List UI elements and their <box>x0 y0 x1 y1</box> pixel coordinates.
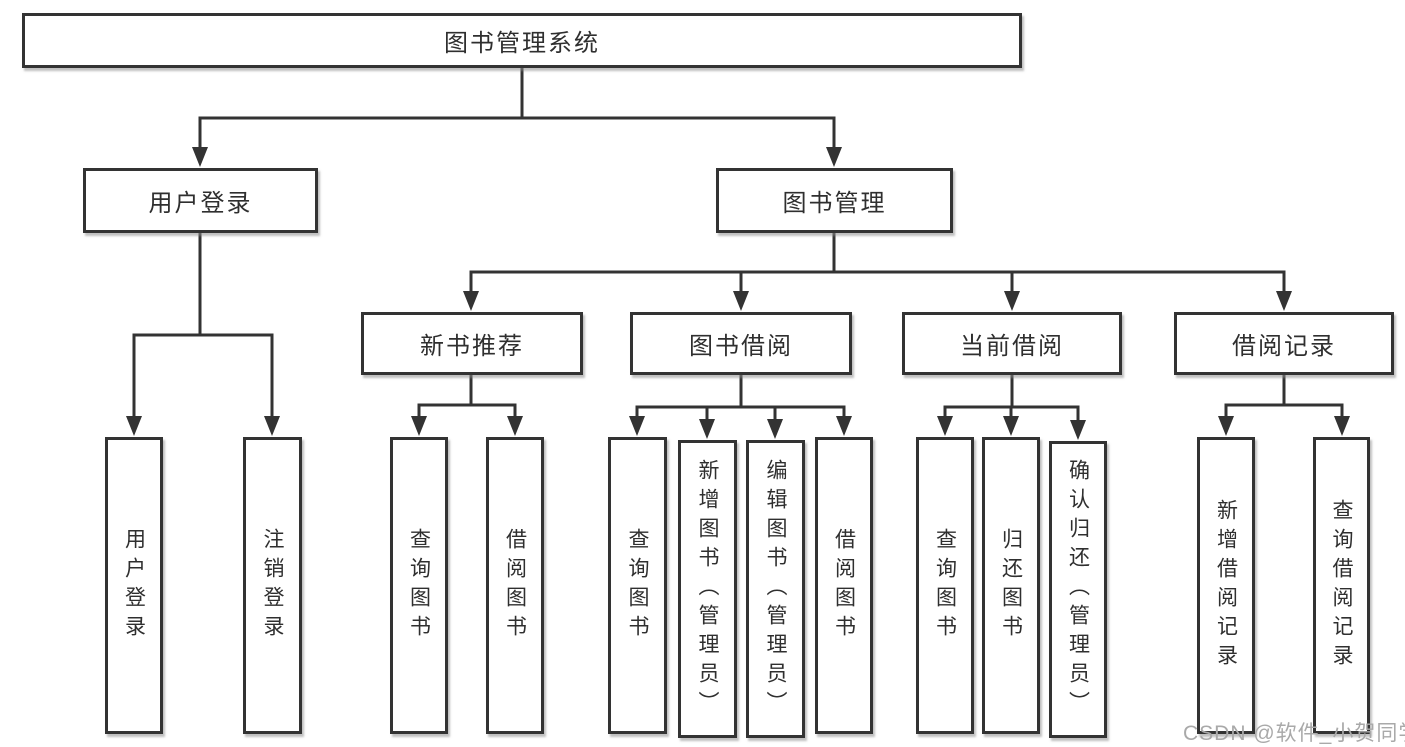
leaf-query-borrow-record: 查询借阅记录 <box>1313 437 1370 734</box>
leaf-add-borrow-record: 新增借阅记录 <box>1197 437 1255 734</box>
arrowheads-root-to-level1 <box>192 147 842 167</box>
arrowheads-bookmgmt-to-level2 <box>463 291 1292 311</box>
connector-currentborrow-to-leaves <box>943 375 1080 423</box>
leaf-user-login: 用户登录 <box>105 437 163 734</box>
node-library-management-system: 图书管理系统 <box>22 13 1022 68</box>
node-book-management: 图书管理 <box>716 168 953 233</box>
connector-records-to-leaves <box>1224 375 1344 419</box>
connector-userlogin-to-leaves <box>132 233 274 419</box>
leaf-query-books-newbooks: 查询图书 <box>390 437 448 734</box>
arrowheads-userlogin-to-leaves <box>126 416 280 436</box>
leaf-borrow-books-newbooks: 借阅图书 <box>486 437 544 734</box>
csdn-watermark: CSDN @软件_小贺同学 <box>1183 722 1405 745</box>
leaf-query-books-current: 查询图书 <box>916 437 974 734</box>
connector-root-to-level1 <box>198 68 836 150</box>
node-user-login: 用户登录 <box>83 168 318 233</box>
leaf-logout: 注销登录 <box>243 437 302 734</box>
node-new-book-recommendation: 新书推荐 <box>361 312 583 375</box>
leaf-edit-books-admin: 编辑图书（管理员） <box>746 440 805 738</box>
leaf-add-books-admin: 新增图书（管理员） <box>678 440 737 738</box>
arrowheads-newbooks-to-leaves <box>411 416 523 436</box>
node-book-borrowing: 图书借阅 <box>630 312 852 375</box>
arrowheads-currentborrow-to-leaves <box>937 416 1086 440</box>
arrowheads-records-to-leaves <box>1218 416 1350 436</box>
connector-newbooks-to-leaves <box>417 375 517 419</box>
leaf-return-books: 归还图书 <box>982 437 1040 734</box>
leaf-borrow-books: 借阅图书 <box>815 437 873 734</box>
leaf-query-books-borrow: 查询图书 <box>608 437 667 734</box>
connector-bookmgmt-to-level2 <box>469 233 1286 294</box>
connector-bookborrow-to-leaves <box>635 375 846 422</box>
node-borrowing-records: 借阅记录 <box>1174 312 1394 375</box>
leaf-confirm-return-admin: 确认归还（管理员） <box>1049 441 1107 738</box>
arrowheads-bookborrow-to-leaves <box>629 416 852 439</box>
node-current-borrowing: 当前借阅 <box>902 312 1122 375</box>
